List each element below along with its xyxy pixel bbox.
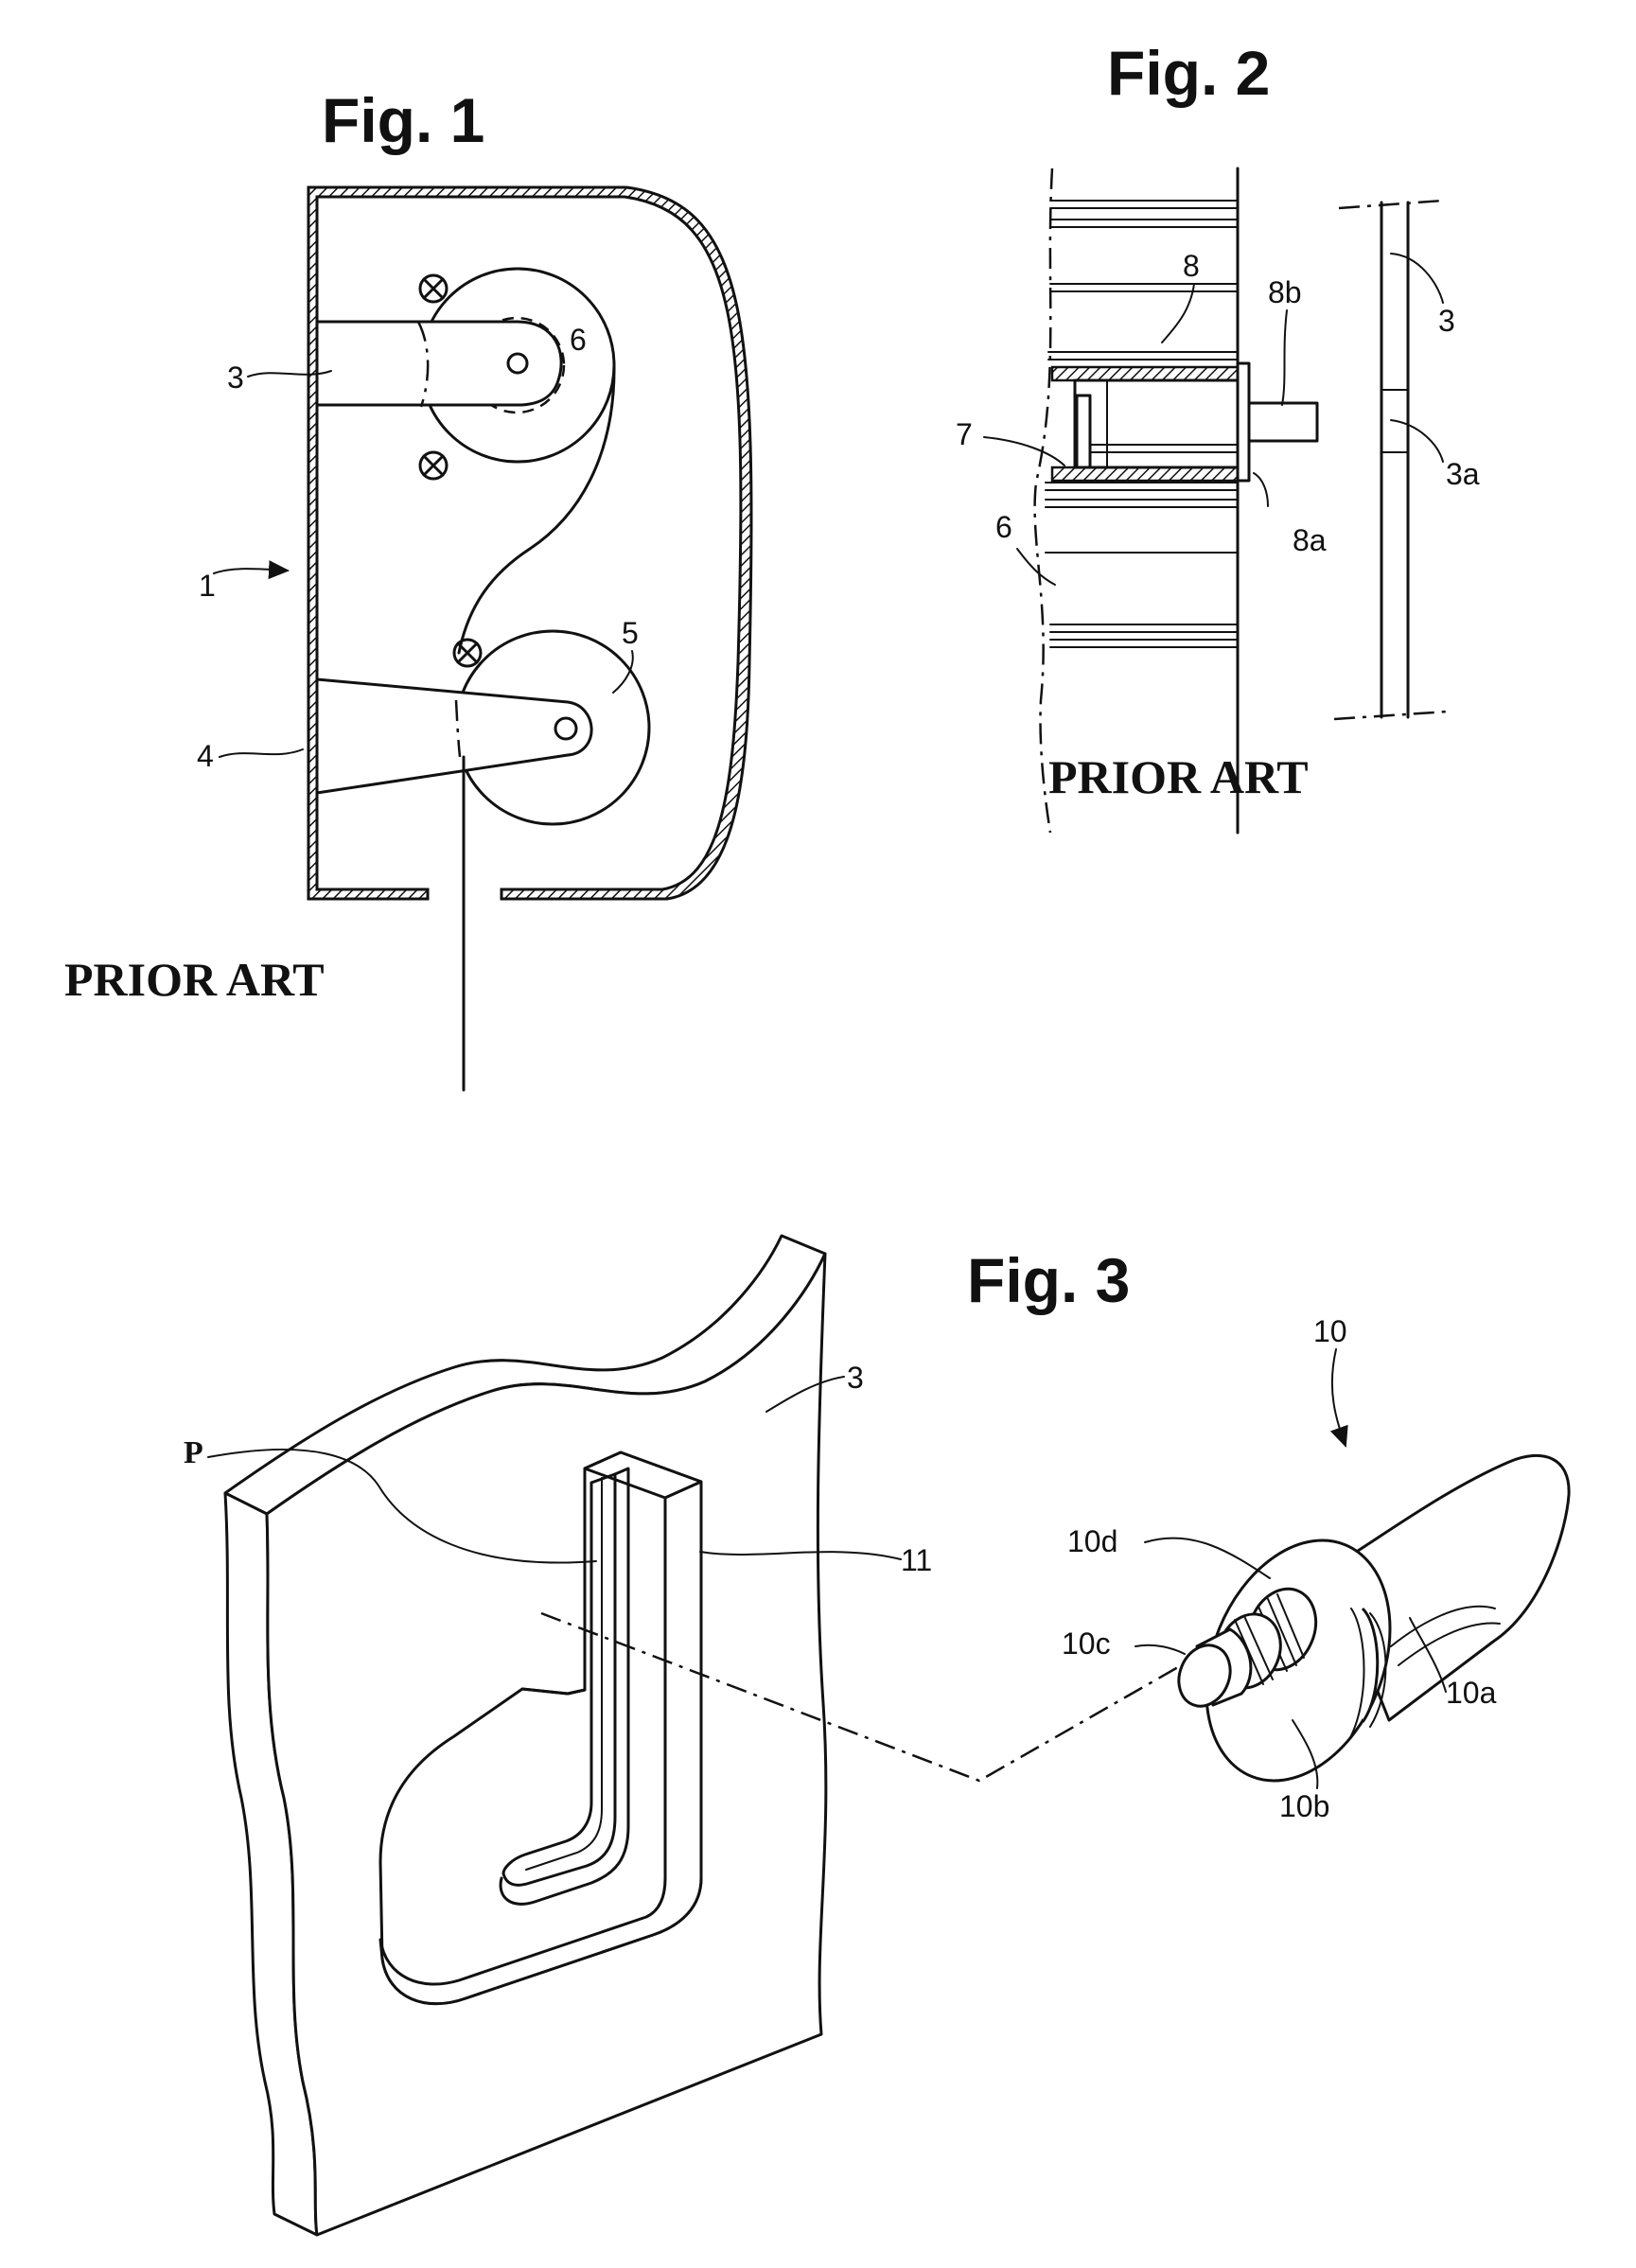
- figure-1: Fig. 1: [64, 85, 751, 1090]
- fig3-ref-10: 10: [1313, 1314, 1347, 1348]
- fig2-ref-3a: 3a: [1446, 457, 1480, 491]
- fig1-title: Fig. 1: [322, 85, 484, 155]
- fastener-mark-mid: [420, 452, 447, 479]
- groove-lines-top: [1048, 201, 1238, 360]
- fig3-ref-P: P: [184, 1435, 203, 1470]
- fastener-mark-top: [420, 275, 447, 302]
- fig2-title: Fig. 2: [1107, 38, 1270, 108]
- belt: [459, 365, 614, 653]
- figure-2: Fig. 2: [956, 38, 1480, 833]
- fig2-ref-7: 7: [956, 417, 973, 451]
- pulley-section-6: [1035, 168, 1238, 833]
- fig3-ref-10c: 10c: [1062, 1626, 1111, 1661]
- fig2-ref-8: 8: [1183, 249, 1200, 283]
- fig2-ref-3: 3: [1438, 304, 1455, 338]
- fig3-ref-10b: 10b: [1279, 1789, 1329, 1823]
- fig1-ref-5: 5: [622, 616, 639, 650]
- fig2-ref-8b: 8b: [1268, 275, 1302, 309]
- housing: [308, 187, 751, 899]
- arm-4: [317, 679, 591, 793]
- bushing-7: [1052, 367, 1238, 481]
- fig1-ref-4: 4: [197, 739, 214, 773]
- fig1-caption: PRIOR ART: [64, 953, 325, 1006]
- fig3-ref-10a: 10a: [1446, 1676, 1497, 1710]
- groove-lines-bottom: [1046, 483, 1238, 647]
- fig3-ref-11: 11: [901, 1543, 932, 1577]
- fig2-ref-8a: 8a: [1293, 523, 1327, 557]
- fig3-ref-10d: 10d: [1067, 1524, 1117, 1558]
- figure-3: Fig. 3: [184, 1236, 1569, 2235]
- fig2-caption: PRIOR ART: [1048, 750, 1309, 803]
- arm-3: [317, 322, 561, 407]
- fig2-ref-6: 6: [995, 510, 1012, 544]
- fig3-ref-3: 3: [847, 1361, 864, 1395]
- fig3-title: Fig. 3: [967, 1245, 1130, 1315]
- fig1-ref-6: 6: [570, 323, 587, 357]
- fig1-ref-3: 3: [227, 360, 244, 395]
